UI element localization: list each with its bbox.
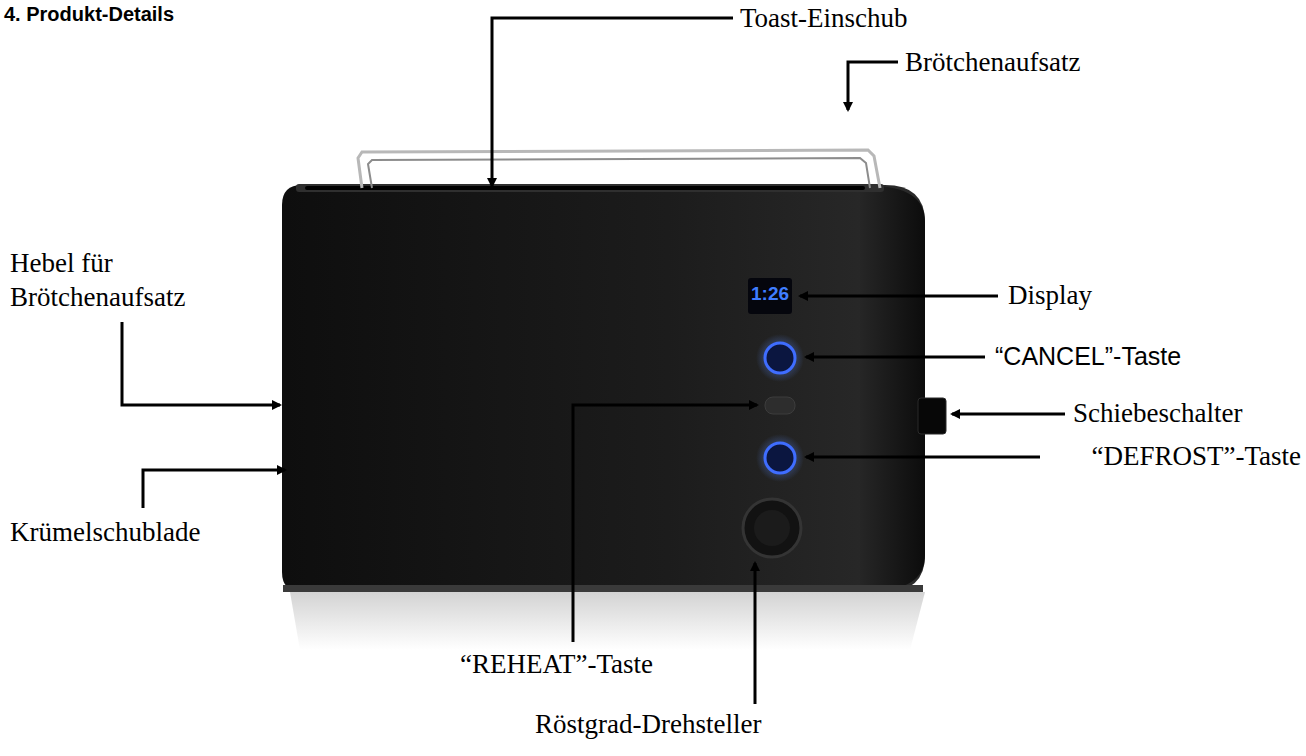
part-label: Röstgrad-Drehsteller bbox=[535, 708, 761, 740]
part-label: “REHEAT”-Taste bbox=[460, 648, 653, 680]
page-title: 4. Produkt-Details bbox=[4, 2, 174, 26]
part-label: Schiebeschalter bbox=[1073, 397, 1242, 429]
display-readout: 1:26 bbox=[748, 283, 792, 306]
part-label: “DEFROST”-Taste bbox=[1091, 440, 1301, 472]
part-label: Toast-Einschub bbox=[740, 2, 908, 34]
leader-lines bbox=[122, 18, 1065, 704]
part-label: Display bbox=[1008, 279, 1092, 311]
part-label: Hebel für Brötchenaufsatz bbox=[10, 246, 260, 314]
part-label: “CANCEL”-Taste bbox=[995, 341, 1181, 371]
part-label: Krümelschublade bbox=[10, 516, 200, 548]
part-label: Brötchenaufsatz bbox=[905, 46, 1080, 78]
